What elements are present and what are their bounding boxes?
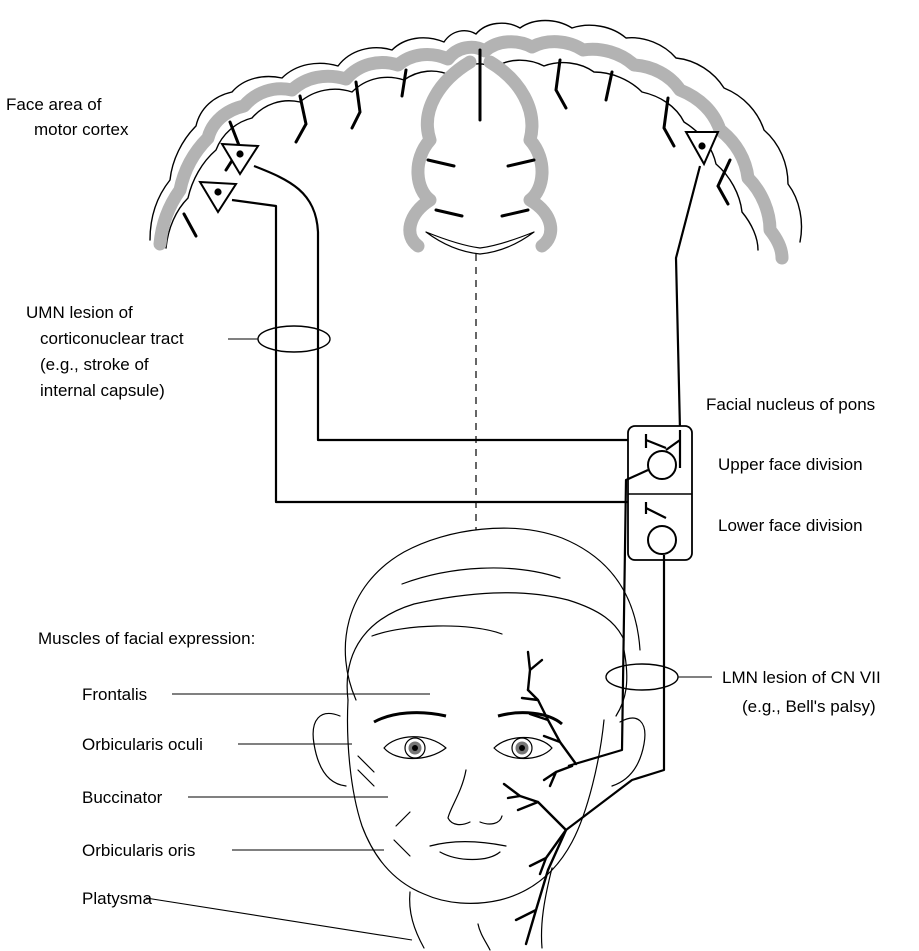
sulcus <box>296 96 306 142</box>
sulcus <box>184 214 196 236</box>
upper-face-division-label: Upper face division <box>718 455 863 474</box>
mouth <box>430 842 506 860</box>
muscle-label-frontalis: Frontalis <box>82 685 147 704</box>
medial-sulcus <box>502 210 528 216</box>
sulcus <box>606 72 612 100</box>
muscle-leaders <box>146 694 430 940</box>
facial-nucleus <box>628 426 692 560</box>
muscles-heading: Muscles of facial expression: <box>38 629 255 648</box>
umn-lesion-label-line4: internal capsule) <box>40 381 165 400</box>
branch-cervical <box>516 830 566 944</box>
cn-vii-fiber-lower <box>566 555 664 830</box>
lower-face-division-label: Lower face division <box>718 516 863 535</box>
umn-lesion-label-line3: (e.g., stroke of <box>40 355 149 374</box>
neck-right <box>541 868 552 948</box>
muscle-label-orbicularis-oculi: Orbicularis oculi <box>82 735 203 754</box>
platysma-leader <box>146 898 412 940</box>
upper-motor-neurons <box>200 132 718 212</box>
facial-nucleus-label: Facial nucleus of pons <box>706 395 875 414</box>
pyramidal-neuron-left-lower <box>200 182 236 212</box>
branch-zygomatic <box>544 766 572 786</box>
sulcus <box>556 60 566 108</box>
umn-lesion-marker <box>258 326 330 352</box>
muscle-label-orbicularis-oris: Orbicularis oris <box>82 841 195 860</box>
sulcus <box>352 82 360 128</box>
forehead-line <box>372 626 502 636</box>
tract-left-to-lower-division <box>232 200 650 502</box>
tract-left-to-upper-division <box>254 166 650 440</box>
eyebrow-left <box>374 713 446 722</box>
medial-cortex-left <box>410 62 470 246</box>
face-right-side <box>616 650 627 716</box>
nose <box>448 770 502 825</box>
face-area-label-line2: motor cortex <box>34 120 129 139</box>
neck-center <box>478 924 490 950</box>
umn-lesion-label-line2: corticonuclear tract <box>40 329 184 348</box>
cheek-line <box>394 812 410 856</box>
sulcus <box>664 98 674 146</box>
ear-left <box>313 714 346 786</box>
muscle-label-platysma: Platysma <box>82 889 152 908</box>
umn-lesion-label-line1: UMN lesion of <box>26 303 133 322</box>
medial-sulcus <box>508 160 534 166</box>
medial-sulcus <box>436 210 462 216</box>
hairline <box>347 593 624 700</box>
pyramidal-neuron-right <box>686 132 718 164</box>
eye-left <box>384 737 446 759</box>
face-left-side <box>348 700 604 903</box>
tract-right-to-upper-division <box>676 166 700 430</box>
lmn-lesion-label-line2: (e.g., Bell's palsy) <box>742 697 876 716</box>
sulcus <box>402 70 406 96</box>
branch-temporal-upper <box>528 652 542 690</box>
eye-right <box>494 738 552 759</box>
facial-nerve-branches <box>504 652 576 944</box>
lmn-lesion-marker <box>606 664 678 690</box>
medial-cortex-right <box>490 62 551 246</box>
cortex-inner-outline <box>166 60 758 250</box>
hair-strand <box>402 568 560 584</box>
motor-neuron-lower-division <box>648 526 676 554</box>
muscle-label-buccinator: Buccinator <box>82 788 163 807</box>
motor-neuron-upper-division <box>648 451 676 479</box>
face-area-label-line1: Face area of <box>6 95 102 114</box>
lmn-lesion-label-line1: LMN lesion of CN VII <box>722 668 881 687</box>
temple-line <box>358 756 374 786</box>
corpus-callosum <box>426 232 534 254</box>
medial-sulcus <box>428 160 454 166</box>
branch-buccal <box>504 784 566 830</box>
face-drawing <box>313 528 645 950</box>
